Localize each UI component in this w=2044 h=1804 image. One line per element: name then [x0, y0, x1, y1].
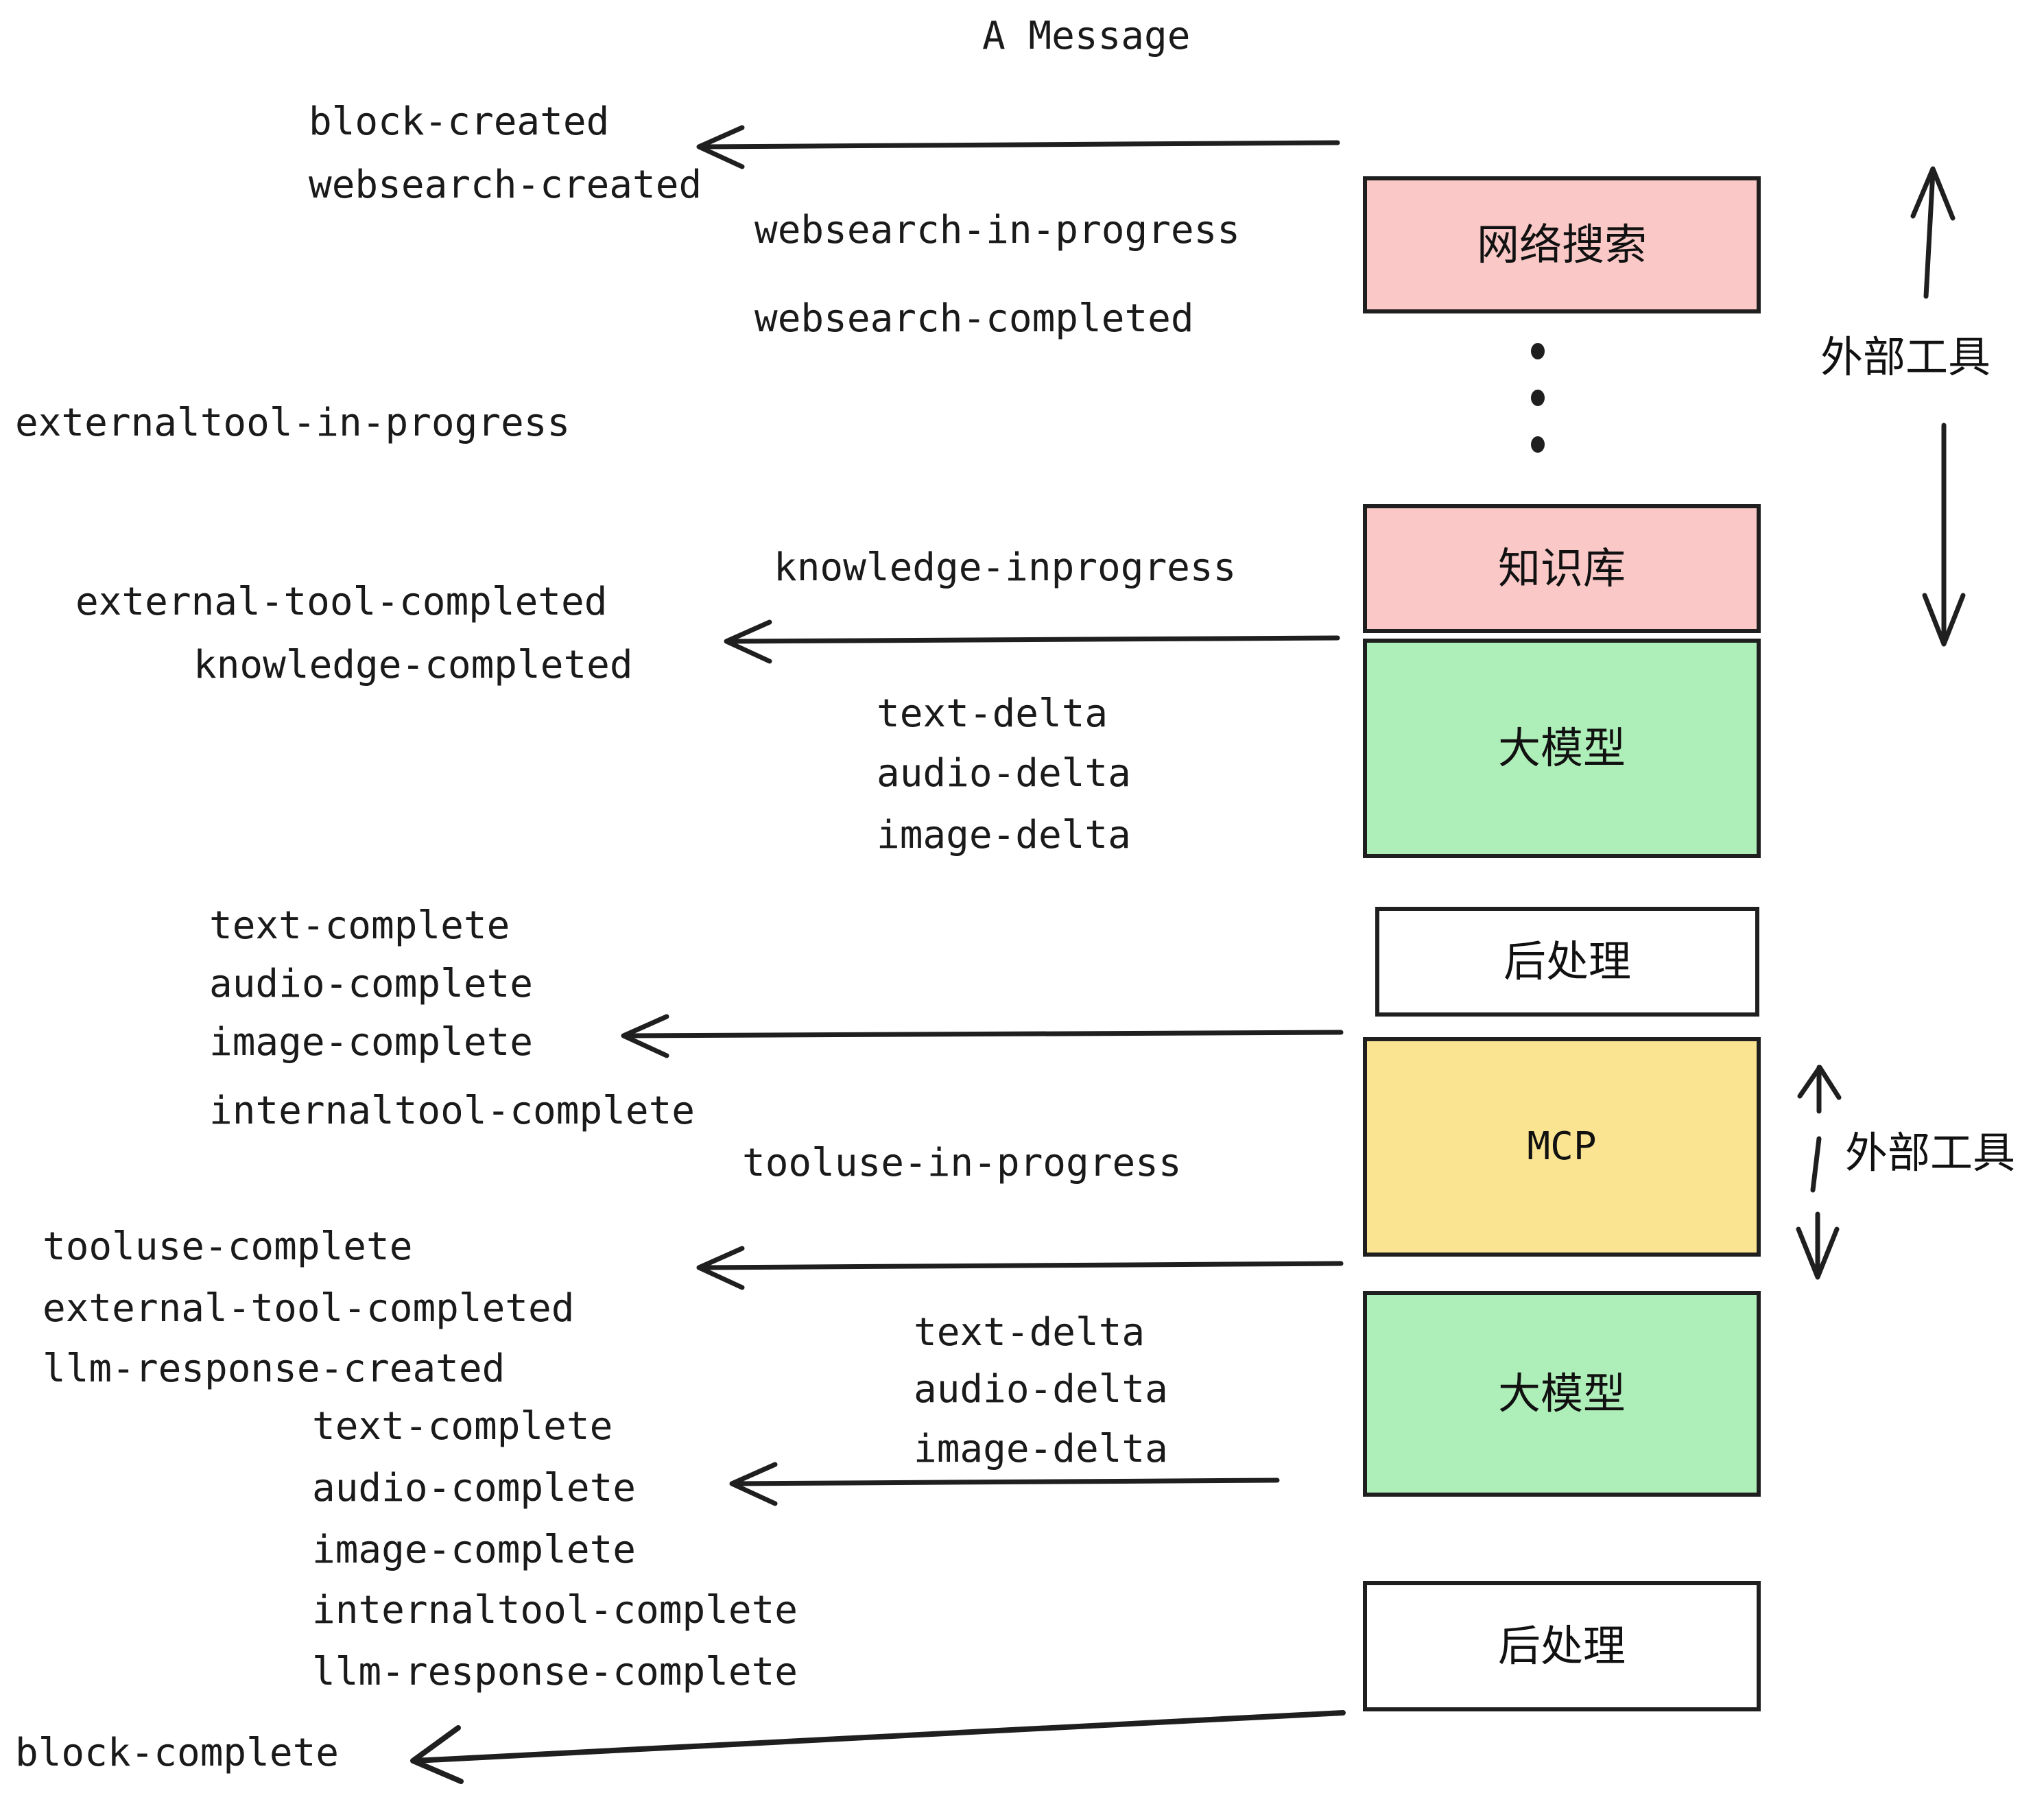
- ellipsis-dot: [1531, 343, 1545, 359]
- event-knowledge-completed: knowledge-completed: [193, 643, 633, 687]
- external-tools-range-top: [1910, 166, 1966, 647]
- group-label-external-tools-bottom: 外部工具: [1845, 1128, 2016, 1178]
- event-block-complete: block-complete: [15, 1731, 340, 1775]
- event-knowledge-inprogress: knowledge-inprogress: [774, 545, 1237, 590]
- arrow-postprocess1-to-image-complete: [621, 1014, 1344, 1058]
- event-image-complete-2: image-complete: [312, 1528, 637, 1572]
- event-internaltool-complete-1: internaltool-complete: [209, 1089, 696, 1133]
- event-audio-delta-2: audio-delta: [914, 1367, 1168, 1412]
- event-audio-complete-1: audio-complete: [209, 962, 534, 1006]
- event-websearch-in-progress: websearch-in-progress: [754, 208, 1241, 252]
- event-image-delta-2: image-delta: [914, 1427, 1168, 1471]
- node-llm-1[interactable]: 大模型: [1363, 639, 1761, 858]
- node-knowledge[interactable]: 知识库: [1363, 504, 1761, 633]
- event-tooluse-in-progress: tooluse-in-progress: [742, 1141, 1182, 1185]
- event-external-tool-completed-1: external-tool-completed: [75, 580, 608, 624]
- event-websearch-completed: websearch-completed: [754, 296, 1194, 341]
- node-mcp[interactable]: MCP: [1363, 1037, 1761, 1257]
- node-postprocess-2[interactable]: 后处理: [1363, 1581, 1761, 1711]
- event-websearch-created: websearch-created: [309, 163, 702, 207]
- node-knowledge-label: 知识库: [1497, 543, 1626, 593]
- vertical-ellipsis: [1530, 343, 1546, 453]
- node-postprocess-2-label: 后处理: [1497, 1621, 1626, 1671]
- diagram-title: A Message: [982, 14, 1191, 58]
- event-tooluse-complete: tooluse-complete: [43, 1224, 413, 1269]
- node-mcp-label: MCP: [1527, 1124, 1597, 1169]
- external-tools-range-bottom: [1796, 1065, 1842, 1280]
- arrow-websearch-to-block-created: [696, 125, 1340, 169]
- event-image-delta-1: image-delta: [877, 813, 1131, 857]
- ellipsis-dot: [1531, 390, 1545, 406]
- event-external-tool-completed-2: external-tool-completed: [43, 1286, 575, 1331]
- event-block-created: block-created: [309, 99, 610, 144]
- node-llm-1-label: 大模型: [1497, 723, 1626, 773]
- node-websearch[interactable]: 网络搜索: [1363, 176, 1761, 313]
- event-text-delta-1: text-delta: [877, 691, 1108, 736]
- group-label-external-tools-top: 外部工具: [1820, 332, 1991, 382]
- arrow-mcp-to-tooluse-complete: [696, 1246, 1344, 1290]
- event-audio-delta-1: audio-delta: [877, 751, 1131, 796]
- arrow-knowledge-to-knowledge-completed: [724, 619, 1340, 664]
- node-llm-2[interactable]: 大模型: [1363, 1291, 1761, 1497]
- event-text-complete-2: text-complete: [312, 1404, 613, 1449]
- arrow-postprocess2-to-block-complete: [410, 1710, 1346, 1784]
- node-postprocess-1[interactable]: 后处理: [1375, 907, 1759, 1017]
- ellipsis-dot: [1531, 436, 1545, 453]
- event-text-delta-2: text-delta: [914, 1310, 1145, 1355]
- node-postprocess-1-label: 后处理: [1503, 936, 1631, 986]
- node-llm-2-label: 大模型: [1497, 1368, 1626, 1419]
- event-llm-response-created: llm-response-created: [43, 1346, 506, 1391]
- event-externaltool-in-progress: externaltool-in-progress: [15, 401, 571, 445]
- event-llm-response-complete: llm-response-complete: [312, 1650, 798, 1694]
- event-audio-complete-2: audio-complete: [312, 1466, 637, 1510]
- event-internaltool-complete-2: internaltool-complete: [312, 1588, 798, 1633]
- node-websearch-label: 网络搜索: [1476, 219, 1647, 270]
- event-image-complete-1: image-complete: [209, 1020, 534, 1065]
- event-text-complete-1: text-complete: [209, 903, 510, 948]
